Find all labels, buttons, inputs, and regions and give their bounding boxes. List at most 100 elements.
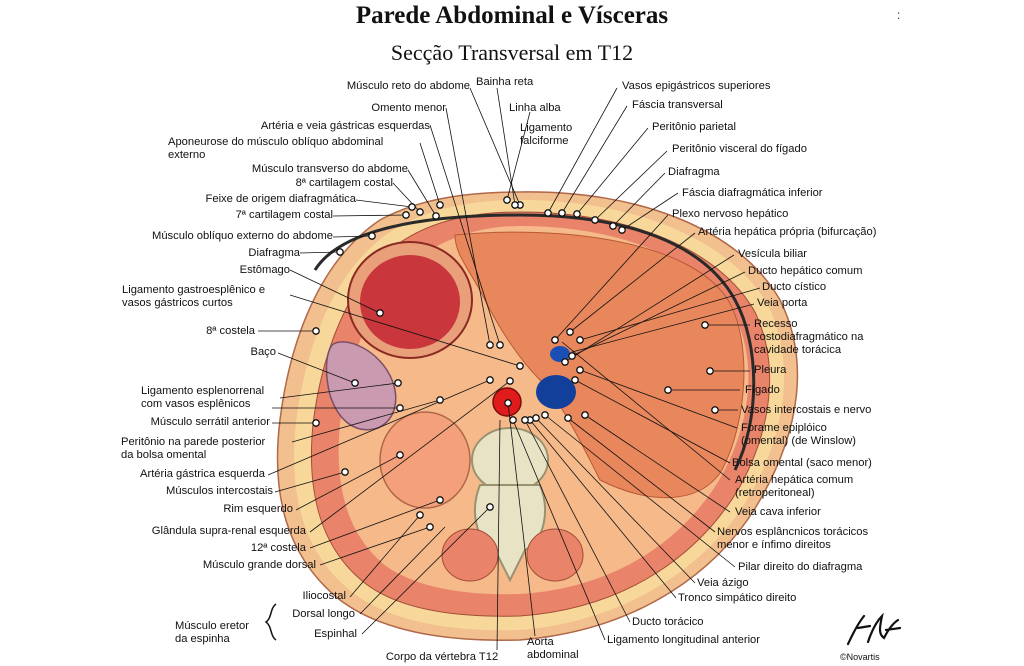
- label-ducto-hepatico: Ducto hepático comum: [748, 265, 863, 277]
- vena-cava: [536, 375, 576, 409]
- label-veia-porta: Veia porta: [757, 297, 808, 309]
- label-veia-azigo: Veia ázigo: [697, 577, 749, 589]
- label-esplenorrenal-line2: com vasos esplênicos: [141, 398, 251, 410]
- stomach-lumen: [360, 255, 460, 349]
- label-costela-12: 12ª costela: [250, 542, 306, 554]
- label-recesso-line3: cavidade torácica: [754, 344, 842, 356]
- subtitle: Secção Transversal em T12: [390, 40, 634, 65]
- label-forame: Forame epiplóico (omental) (de Winslow): [741, 422, 856, 448]
- label-pilar-direito: Pilar direito do diafragma: [738, 561, 863, 573]
- liver: [454, 231, 745, 499]
- artist-signature: [846, 612, 902, 646]
- label-intercostais: Músculos intercostais: [166, 485, 273, 497]
- label-peritonio-bolsa: Peritônio na parede posterior da bolsa o…: [121, 436, 265, 462]
- label-veia-cava: Veia cava inferior: [735, 506, 821, 518]
- label-costela-8: 8ª costela: [206, 325, 255, 337]
- label-vasos-intercostais: Vasos intercostais e nervo: [741, 404, 872, 416]
- diaphragm-line: [313, 213, 756, 471]
- label-aponeurose: Aponeurose do músculo oblíquo abdominal …: [168, 136, 383, 162]
- stray-mark: :: [897, 8, 901, 22]
- label-fascia-transversal: Fáscia transversal: [632, 99, 723, 111]
- label-feixe: Feixe de origem diafragmática: [205, 193, 356, 205]
- marker-dots: [312, 196, 719, 531]
- label-peritonio-parietal: Peritônio parietal: [652, 121, 736, 133]
- label-serratil: Músculo serrátil anterior: [150, 416, 270, 428]
- erector-right: [526, 528, 584, 582]
- label-aorta-line2: abdominal: [527, 649, 579, 661]
- erector-brace: [264, 603, 277, 641]
- label-eretor: Músculo eretor da espinha: [175, 620, 249, 646]
- label-peritonio-bolsa-line2: da bolsa omental: [121, 449, 207, 461]
- copyright: ©Novartis: [840, 652, 880, 662]
- label-ligamento-falciforme: Ligamento falciforme: [520, 122, 572, 148]
- leader-lines: [258, 87, 761, 651]
- label-transverso: Músculo transverso do abdome: [251, 163, 408, 175]
- label-hepatica-comum-line1: Artéria hepática comum: [735, 474, 854, 486]
- label-reto-abdome: Músculo reto do abdome: [346, 80, 470, 92]
- label-peritonio-bolsa-line1: Peritônio na parede posterior: [121, 436, 266, 448]
- label-peritonio-visceral: Peritônio visceral do fígado: [672, 143, 807, 155]
- label-corpo-vertebra: Corpo da vértebra T12: [385, 651, 499, 663]
- label-diafragma-right: Diafragma: [668, 166, 720, 178]
- label-gastrica-esquerda: Artéria gástrica esquerda: [140, 468, 265, 480]
- label-iliocostal: Iliocostal: [302, 590, 346, 602]
- left-kidney: [379, 411, 471, 509]
- label-vesicula: Vesícula biliar: [738, 248, 808, 260]
- label-vasos-epigastricos: Vasos epigástricos superiores: [622, 80, 771, 92]
- label-gastricas-esquerdas: Artéria e veia gástricas esquerdas: [260, 120, 430, 132]
- label-forame-line2: (omental) (de Winslow): [741, 435, 857, 447]
- main-title: Parede Abdominal e Vísceras: [355, 2, 669, 29]
- label-recesso-line1: Recesso: [754, 318, 798, 330]
- label-aponeurose-line2: externo: [168, 149, 206, 161]
- label-obliquo-externo: Músculo oblíquo externo do abdome: [152, 230, 333, 242]
- label-recesso-line2: costodiafragmático na: [754, 331, 864, 343]
- label-aorta: Aorta abdominal: [527, 636, 579, 662]
- label-espinhal: Espinhal: [314, 628, 357, 640]
- label-esplenorrenal: Ligamento esplenorrenal com vasos esplên…: [141, 385, 264, 411]
- label-grande-dorsal: Músculo grande dorsal: [202, 559, 316, 571]
- label-cartilagem-8: 8ª cartilagem costal: [295, 177, 393, 189]
- erector-left: [441, 528, 499, 582]
- label-supra-renal: Glândula supra-renal esquerda: [151, 525, 306, 537]
- label-cartilagem-7: 7ª cartilagem costal: [235, 209, 333, 221]
- label-diafragma-left: Diafragma: [248, 247, 300, 259]
- label-fascia-diafragmatica: Fáscia diafragmática inferior: [682, 187, 823, 199]
- label-eretor-line1: Músculo eretor: [175, 620, 249, 632]
- label-gastroesplenico-line1: Ligamento gastroesplênico e: [122, 284, 266, 296]
- label-dorsal-longo: Dorsal longo: [292, 608, 355, 620]
- label-aponeurose-line1: Aponeurose do músculo oblíquo abdominal: [168, 136, 384, 148]
- label-gastroesplenico-line2: vasos gástricos curtos: [122, 297, 233, 309]
- label-eretor-line2: da espinha: [175, 633, 230, 645]
- label-tronco-simpatico: Tronco simpático direito: [678, 592, 797, 604]
- label-ducto-cistico: Ducto cístico: [762, 281, 827, 293]
- label-aorta-line1: Aorta: [527, 636, 554, 648]
- label-hepatica-comum: Artéria hepática comum (retroperitoneal): [735, 474, 853, 500]
- label-bolsa-omental: Bolsa omental (saco menor): [732, 457, 872, 469]
- label-figado: Fígado: [745, 384, 780, 396]
- label-recesso: Recesso costodiafragmático na cavidade t…: [754, 318, 863, 357]
- label-omento-menor: Omento menor: [371, 102, 446, 114]
- label-ligamento-falciforme-line1: Ligamento: [520, 122, 573, 134]
- label-forame-line1: Forame epiplóico: [741, 422, 827, 434]
- label-ducto-toracico: Ducto torácico: [632, 616, 704, 628]
- label-hepatica-propria: Artéria hepática própria (bifurcação): [698, 226, 877, 238]
- label-rim-esquerdo: Rim esquerdo: [223, 503, 293, 515]
- label-linha-alba: Linha alba: [509, 102, 561, 114]
- label-gastroesplenico: Ligamento gastroesplênico e vasos gástri…: [122, 284, 265, 310]
- label-ligamento-longitudinal: Ligamento longitudinal anterior: [607, 634, 760, 646]
- label-estomago: Estômago: [239, 264, 290, 276]
- label-esplancnicos: Nervos esplâncnicos torácicos menor e ín…: [717, 526, 868, 552]
- label-bainha-reta: Bainha reta: [476, 76, 534, 88]
- label-esplenorrenal-line1: Ligamento esplenorrenal: [141, 385, 265, 397]
- label-plexo-hepatico: Plexo nervoso hepático: [672, 208, 789, 220]
- label-esplancnicos-line2: menor e ínfimo direitos: [717, 539, 831, 551]
- label-ligamento-falciforme-line2: falciforme: [520, 135, 569, 147]
- label-esplancnicos-line1: Nervos esplâncnicos torácicos: [717, 526, 869, 538]
- portal-vein: [550, 346, 570, 362]
- label-hepatica-comum-line2: (retroperitoneal): [735, 487, 815, 499]
- vertebral-body: [471, 427, 549, 493]
- label-pleura: Pleura: [754, 364, 787, 376]
- label-baco: Baço: [250, 346, 277, 358]
